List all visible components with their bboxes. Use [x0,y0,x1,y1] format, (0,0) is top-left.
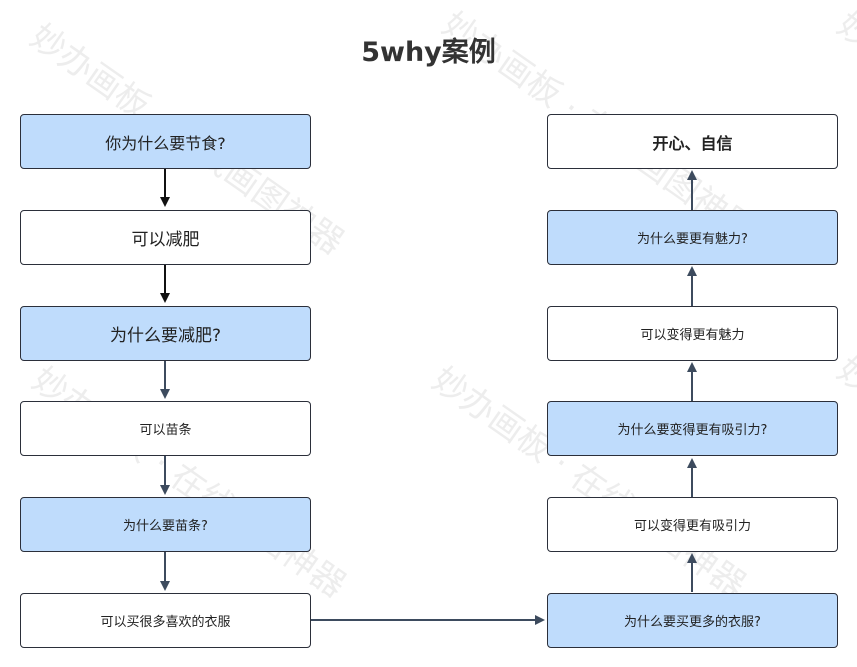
node-buy-clothes[interactable]: 可以买很多喜欢的衣服 [20,593,311,648]
diagram-title: 5why案例 [361,37,496,68]
node-happy-confident[interactable]: 开心、自信 [547,114,838,169]
watermark-text: 妙办画板 · 在线画图神器 [425,360,753,606]
watermark-text: 妙办画板 · 在线画图神器 [830,350,857,596]
node-why-diet[interactable]: 你为什么要节食? [20,114,311,169]
node-be-slim[interactable]: 可以苗条 [20,401,311,456]
node-why-be-slim[interactable]: 为什么要苗条? [20,497,311,552]
node-more-charming[interactable]: 可以变得更有魅力 [547,306,838,361]
node-lose-weight[interactable]: 可以减肥 [20,210,311,265]
node-why-more-attractive[interactable]: 为什么要变得更有吸引力? [547,401,838,456]
watermark-text: 妙办画板 · 在线画图神器 [25,360,353,606]
node-why-buy-more-clothes[interactable]: 为什么要买更多的衣服? [547,593,838,648]
node-why-more-charming[interactable]: 为什么要更有魅力? [547,210,838,265]
node-why-lose-weight[interactable]: 为什么要减肥? [20,306,311,361]
node-more-attractive[interactable]: 可以变得更有吸引力 [547,497,838,552]
